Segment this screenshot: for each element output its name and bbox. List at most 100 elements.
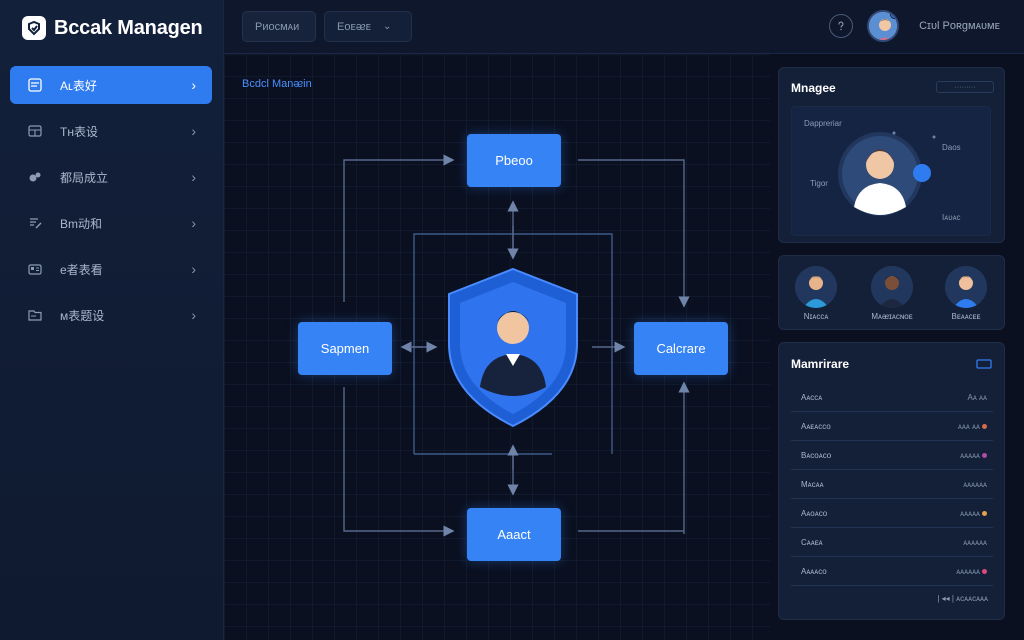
tab-dropdown[interactable]: Eᴏᴇᴂᴇ ⌄	[324, 11, 412, 42]
help-icon	[838, 21, 844, 31]
chevron-right-icon: ›	[191, 77, 196, 93]
pagination[interactable]: | ◂◂ | ᴀᴄᴀᴀᴄᴀᴀᴀ	[937, 594, 988, 603]
tab-primary[interactable]: Pᴎᴏᴄᴍᴀᴎ	[242, 11, 316, 42]
status-dot	[982, 569, 987, 575]
label-left: Tigor	[810, 179, 828, 188]
row-value: Aᴀ ᴀᴀ	[967, 393, 987, 402]
table-row[interactable]: Aᴀᴏᴀᴄᴏ ᴀᴀᴀᴀᴀ	[791, 499, 993, 528]
sidebar-item-label: 都局成立	[60, 170, 109, 185]
app-logo-icon	[22, 16, 46, 40]
chevron-right-icon: ›	[191, 169, 196, 185]
team-avatar-3[interactable]	[945, 266, 987, 308]
team-panel: Nɪᴀᴄᴄᴀ Mᴀᴂɪᴀᴄɴᴏᴇ Bᴇᴀᴀᴄᴇᴇ	[778, 255, 1005, 330]
table-row[interactable]: Aᴀᴄᴄᴀ Aᴀ ᴀᴀ	[791, 383, 993, 412]
sidebar-item-folders[interactable]: ᴍ表题设 ›	[10, 296, 212, 334]
row-key: Bᴀᴄᴏᴀᴄᴏ	[801, 451, 832, 460]
status-dot	[982, 511, 987, 517]
node-right[interactable]: Calcrare	[634, 322, 728, 375]
chevron-right-icon: ›	[191, 215, 196, 231]
status-dot	[982, 453, 987, 459]
table-icon	[26, 122, 44, 140]
manager-panel: Mnagee ········· Dappreriar Tigor Daos I…	[778, 67, 1005, 243]
brand[interactable]: Bccak Managen	[22, 14, 203, 42]
sidebar-nav: Aʟ表好 › Tʜ表设 › 都局成立 › Bm动和 ›	[10, 66, 212, 342]
chevron-right-icon: ›	[191, 123, 196, 139]
sidebar-item-cards[interactable]: e者表看 ›	[10, 250, 212, 288]
row-key: Aᴀᴏᴀᴄᴏ	[801, 509, 828, 518]
label-bottom-right: Iᴀᴜᴀᴄ	[942, 213, 961, 222]
sidebar-item-label: Bm动和	[60, 216, 103, 231]
users-icon	[26, 168, 44, 186]
row-key: Cᴀᴀᴇᴀ	[801, 538, 823, 547]
team-member-name: Nɪᴀᴄᴄᴀ	[803, 312, 829, 321]
sidebar-item-table[interactable]: Tʜ表设 ›	[10, 112, 212, 150]
node-label: Pbeoo	[495, 153, 533, 168]
node-label: Aaact	[497, 527, 531, 542]
node-bottom[interactable]: Aaact	[467, 508, 561, 561]
notification-dot	[890, 12, 898, 19]
row-value: ᴀᴀᴀᴀᴀᴀ	[963, 538, 987, 547]
card-icon	[26, 260, 44, 278]
user-name[interactable]: Cɪᴜl Poʀgᴍᴀᴜᴍᴇ	[919, 20, 1000, 32]
canvas-title: Bcdcl Manᴂin	[242, 78, 312, 90]
data-table: Aᴀᴄᴄᴀ Aᴀ ᴀᴀ Aᴀᴇᴀᴄᴄᴏ ᴀᴀᴀ ᴀᴀ Bᴀᴄᴏᴀᴄᴏ ᴀᴀᴀᴀᴀ Mᴀ…	[791, 383, 993, 586]
status-dot	[982, 424, 987, 430]
row-key: Aᴀᴄᴄᴀ	[801, 393, 823, 402]
folder-icon	[26, 306, 44, 324]
row-key: Aᴀᴇᴀᴄᴄᴏ	[801, 422, 831, 431]
avatar-icon	[945, 266, 987, 308]
chevron-right-icon: ›	[191, 261, 196, 277]
help-button[interactable]	[829, 14, 854, 38]
table-row[interactable]: Aᴀᴇᴀᴄᴄᴏ ᴀᴀᴀ ᴀᴀ	[791, 412, 993, 441]
avatar[interactable]	[867, 10, 900, 42]
team-member-name: Bᴇᴀᴀᴄᴇᴇ	[951, 312, 981, 321]
team-avatar-1[interactable]	[795, 266, 837, 308]
team-member-name: Mᴀᴂɪᴀᴄɴᴏᴇ	[871, 312, 913, 321]
panel-title: Mamrirare	[791, 357, 850, 371]
row-value: ᴀᴀᴀᴀᴀᴀ	[956, 567, 987, 576]
label-top-right: Daos	[942, 143, 961, 152]
avatar-icon	[871, 266, 913, 308]
row-value: ᴀᴀᴀᴀᴀ	[960, 509, 987, 518]
shield-icon	[448, 267, 578, 428]
panel-chip[interactable]: ·········	[936, 81, 994, 93]
manager-card: Dappreriar Tigor Daos Iᴀᴜᴀᴄ	[791, 106, 991, 236]
table-row[interactable]: Aᴀᴀᴀᴄᴏ ᴀᴀᴀᴀᴀᴀ	[791, 557, 993, 586]
sidebar-item-label: Aʟ表好	[60, 78, 97, 93]
sidebar-item-label: Tʜ表设	[60, 124, 98, 139]
table-row[interactable]: Cᴀᴀᴇᴀ ᴀᴀᴀᴀᴀᴀ	[791, 528, 993, 557]
sidebar: Bccak Managen Aʟ表好 › Tʜ表设 › 都局成立 ›	[0, 0, 224, 640]
avatar-icon	[795, 266, 837, 308]
tab-label: Pᴎᴏᴄᴍᴀᴎ	[255, 20, 300, 33]
sidebar-item-label: ᴍ表题设	[60, 308, 105, 323]
dashboard-icon	[26, 76, 44, 94]
user-avatar-icon	[869, 12, 898, 40]
panel-title: Mnagee	[791, 81, 836, 95]
top-bar: Pᴎᴏᴄᴍᴀᴎ Eᴏᴇᴂᴇ ⌄ Cɪᴜl Poʀgᴍᴀᴜᴍᴇ	[224, 0, 1024, 54]
row-value: ᴀᴀᴀᴀᴀ	[960, 451, 987, 460]
sidebar-item-dashboard[interactable]: Aʟ表好 ›	[10, 66, 212, 104]
chevron-down-icon: ⌄	[383, 21, 392, 32]
diagram-connectors	[343, 154, 690, 537]
row-value: ᴀᴀᴀᴀᴀᴀ	[963, 480, 987, 489]
node-label: Sapmen	[320, 341, 370, 356]
table-panel: Mamrirare Aᴀᴄᴄᴀ Aᴀ ᴀᴀ Aᴀᴇᴀᴄᴄᴏ ᴀᴀᴀ ᴀᴀ Bᴀᴄᴏᴀ…	[778, 342, 1005, 620]
sidebar-item-label: e者表看	[60, 262, 103, 277]
node-top[interactable]: Pbeoo	[467, 134, 561, 187]
table-row[interactable]: Bᴀᴄᴏᴀᴄᴏ ᴀᴀᴀᴀᴀ	[791, 441, 993, 470]
expand-icon[interactable]	[976, 359, 992, 369]
manager-portrait-icon	[838, 131, 936, 216]
app-title: Bccak Managen	[54, 16, 203, 39]
top-right-controls: Cɪᴜl Poʀgᴍᴀᴜᴍᴇ	[829, 10, 1000, 42]
sidebar-item-users[interactable]: 都局成立 ›	[10, 158, 212, 196]
node-label: Calcrare	[656, 341, 706, 356]
row-key: Aᴀᴀᴀᴄᴏ	[801, 567, 827, 576]
label-top-left: Dappreriar	[804, 119, 842, 128]
row-value: ᴀᴀᴀ ᴀᴀ	[958, 422, 987, 431]
sidebar-item-documents[interactable]: Bm动和 ›	[10, 204, 212, 242]
edit-doc-icon	[26, 214, 44, 232]
team-avatar-2[interactable]	[871, 266, 913, 308]
diagram-canvas: Bcdcl Manᴂin	[224, 54, 770, 640]
node-left[interactable]: Sapmen	[298, 322, 392, 375]
